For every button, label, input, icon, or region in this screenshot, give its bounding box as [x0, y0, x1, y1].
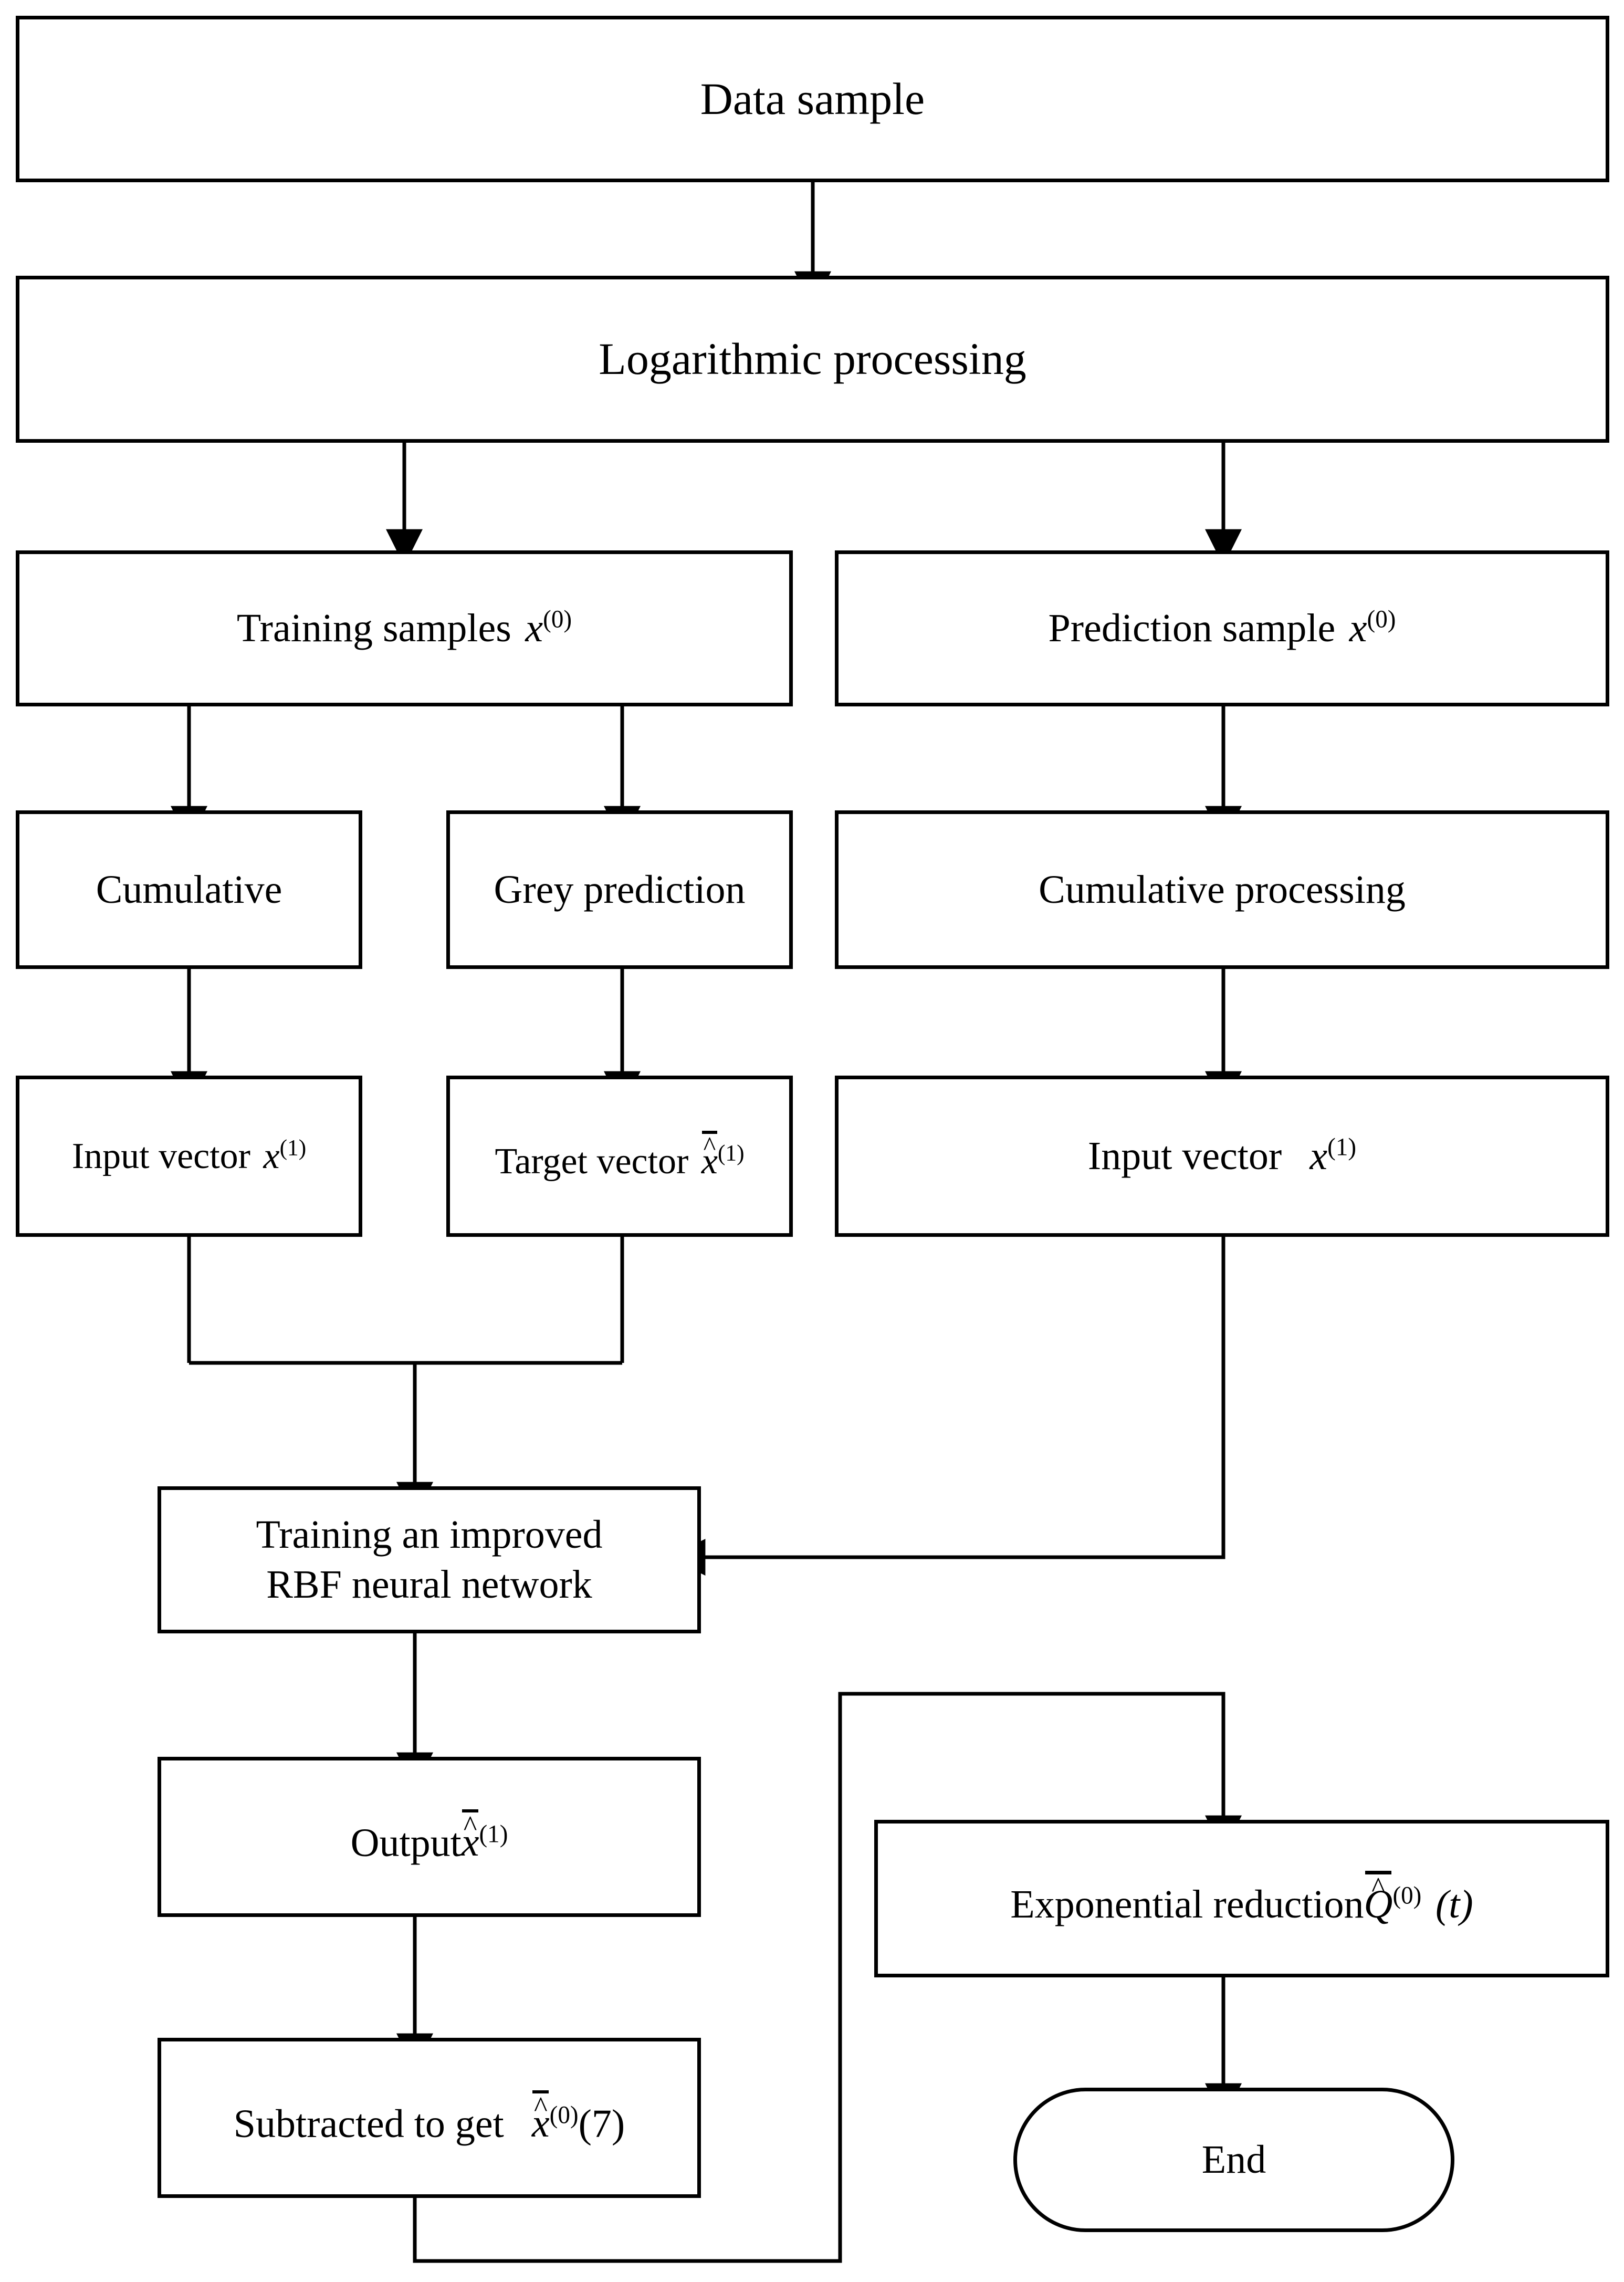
node-grey-prediction[interactable]: Grey prediction: [446, 810, 793, 969]
node-rbf-training[interactable]: Training an improved RBF neural network: [158, 1486, 701, 1633]
node-output[interactable]: Output^x(1): [158, 1757, 701, 1917]
math-x: x: [1309, 1134, 1328, 1178]
math-x: x: [263, 1135, 280, 1176]
math-sup-1: (1): [717, 1140, 745, 1166]
node-rbf-training-label-line2: RBF neural network: [266, 1562, 592, 1607]
math-sup-1: (1): [479, 1820, 508, 1848]
node-output-label: Output: [350, 1820, 462, 1865]
node-subtracted-to-get[interactable]: Subtracted to get ^x(0)(7): [158, 2038, 701, 2198]
node-prediction-sample[interactable]: Prediction sample x(0): [835, 550, 1609, 706]
math-hat: ^: [703, 1131, 716, 1161]
node-subtracted-to-get-label: Subtracted to get: [233, 2101, 504, 2146]
math-sup-1: (1): [1327, 1133, 1357, 1161]
node-input-vector-right-label: Input vector: [1087, 1134, 1282, 1178]
math-sup-0: (0): [549, 2101, 579, 2129]
node-logarithmic-processing[interactable]: Logarithmic processing: [16, 276, 1609, 443]
math-x-hat-bar: ^x: [532, 2087, 550, 2149]
node-logarithmic-processing-label: Logarithmic processing: [599, 334, 1026, 384]
node-exponential-reduction[interactable]: Exponential reduction^Q(0) (t): [874, 1820, 1609, 1977]
math-hat: ^: [533, 2090, 548, 2123]
edge-inputvecright-to-rbf: [668, 1237, 1225, 1576]
math-sup-0: (0): [1367, 606, 1396, 633]
node-prediction-sample-label: Prediction sample: [1048, 606, 1336, 650]
node-data-sample-label: Data sample: [700, 73, 925, 124]
node-end-label: End: [1201, 2138, 1266, 2182]
math-x: x: [701, 1141, 718, 1182]
node-cumulative[interactable]: Cumulative: [16, 810, 362, 969]
node-grey-prediction-label: Grey prediction: [494, 867, 746, 912]
node-target-vector[interactable]: Target vector ^x(1): [446, 1076, 793, 1237]
math-x: x: [1349, 606, 1367, 650]
node-cumulative-processing[interactable]: Cumulative processing: [835, 810, 1609, 969]
node-data-sample[interactable]: Data sample: [16, 16, 1609, 182]
node-end[interactable]: End: [1013, 2088, 1454, 2232]
math-t-arg: (t): [1435, 1882, 1473, 1926]
node-input-vector-right[interactable]: Input vector x(1): [835, 1076, 1609, 1237]
node-rbf-training-label-line1: Training an improved: [256, 1513, 603, 1557]
math-x-hat-bar: ^x: [462, 1806, 479, 1868]
math-seven-arg: (7): [578, 2101, 625, 2146]
math-sup-1: (1): [279, 1135, 307, 1161]
node-training-samples-label: Training samples: [236, 606, 511, 650]
math-q-hat-bar: ^Q: [1364, 1868, 1393, 1930]
math-x-hat-bar: ^x: [701, 1128, 718, 1185]
node-training-samples[interactable]: Training samples x(0): [16, 550, 793, 706]
math-hat: ^: [1371, 1871, 1385, 1904]
node-target-vector-label: Target vector: [495, 1141, 689, 1182]
math-sup-0: (0): [543, 606, 572, 633]
node-input-vector-left[interactable]: Input vector x(1): [16, 1076, 362, 1237]
math-hat: ^: [463, 1809, 477, 1842]
math-Q: Q: [1364, 1882, 1393, 1926]
math-x: x: [525, 606, 543, 650]
node-cumulative-label: Cumulative: [96, 867, 282, 912]
node-exponential-reduction-label: Exponential reduction: [1010, 1882, 1364, 1926]
node-input-vector-left-label: Input vector: [71, 1135, 250, 1176]
math-sup-0: (0): [1392, 1882, 1422, 1910]
node-cumulative-processing-label: Cumulative processing: [1039, 867, 1406, 912]
